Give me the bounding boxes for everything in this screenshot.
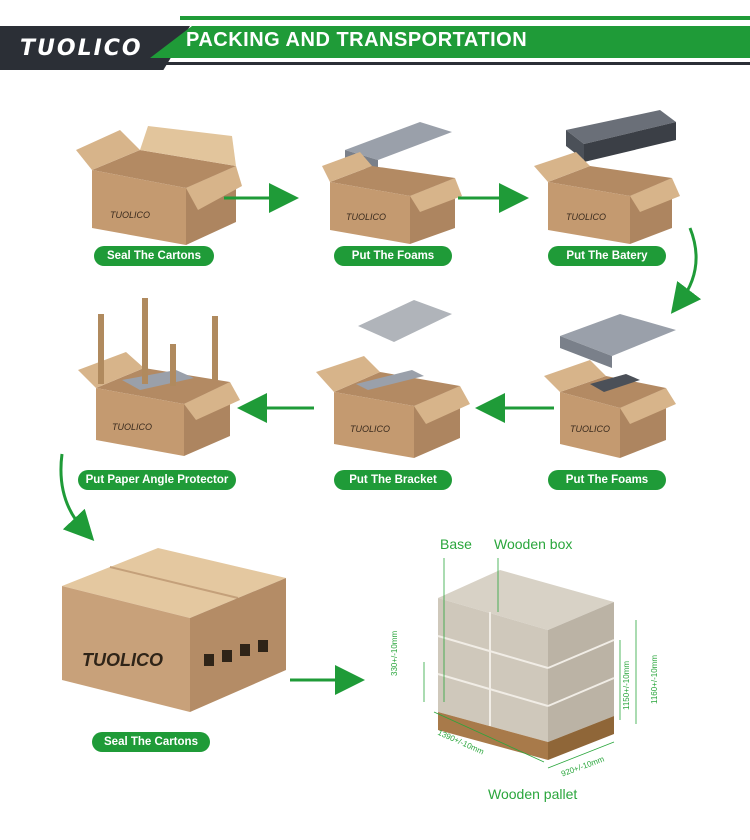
logo-bar [0, 26, 190, 70]
sealed-carton: TUOLICO [62, 548, 286, 712]
carton-logo: TUOLICO [570, 424, 610, 434]
step-label-seal-cartons: Seal The Cartons [94, 246, 214, 266]
open-carton-3: TUOLICO [534, 110, 680, 244]
open-carton-6: TUOLICO [78, 298, 240, 456]
dim-base-height: 330+/-10mm [390, 630, 399, 676]
wooden-pallet-label: Wooden pallet [488, 786, 578, 802]
brand-logo: TUOLICO [20, 36, 143, 61]
header-underline [160, 62, 750, 65]
page-title: PACKING AND TRANSPORTATION [186, 29, 528, 51]
open-carton-1: TUOLICO [76, 126, 242, 245]
carton-logo: TUOLICO [112, 422, 152, 432]
sealed-carton-logo: TUOLICO [82, 650, 163, 670]
base-label: Base [440, 536, 472, 552]
dim-middle-height: 1150+/-10mm [622, 661, 631, 710]
step-label-put-bracket: Put The Bracket [334, 470, 452, 490]
step-label-angle-protector: Put Paper Angle Protector [78, 470, 236, 490]
title-bar [150, 26, 750, 58]
step-label-put-foams: Put The Foams [334, 246, 452, 266]
arrow-curve-down-icon [670, 227, 702, 314]
flow-arrows [59, 183, 702, 695]
header: TUOLICO PACKING AND TRANSPORTATION [0, 0, 750, 80]
step-label-put-battery: Put The Batery [548, 246, 666, 266]
step-label-seal-cartons-final: Seal The Cartons [92, 732, 210, 752]
header-top-line [180, 16, 750, 20]
carton-logo: TUOLICO [110, 210, 150, 220]
step-label-put-foams-2: Put The Foams [548, 470, 666, 490]
carton-logo: TUOLICO [350, 424, 390, 434]
carton-logo: TUOLICO [346, 212, 386, 222]
open-carton-2: TUOLICO [322, 122, 462, 244]
open-carton-5: TUOLICO [316, 300, 470, 458]
arrow-curve-down-icon [59, 453, 95, 541]
dimension-lines [423, 558, 637, 769]
dim-total-height: 1160+/-10mm [650, 655, 659, 704]
pallet-stack [437, 570, 615, 760]
open-carton-4: TUOLICO [544, 314, 676, 458]
wooden-box-label: Wooden box [494, 536, 573, 552]
carton-logo: TUOLICO [566, 212, 606, 222]
